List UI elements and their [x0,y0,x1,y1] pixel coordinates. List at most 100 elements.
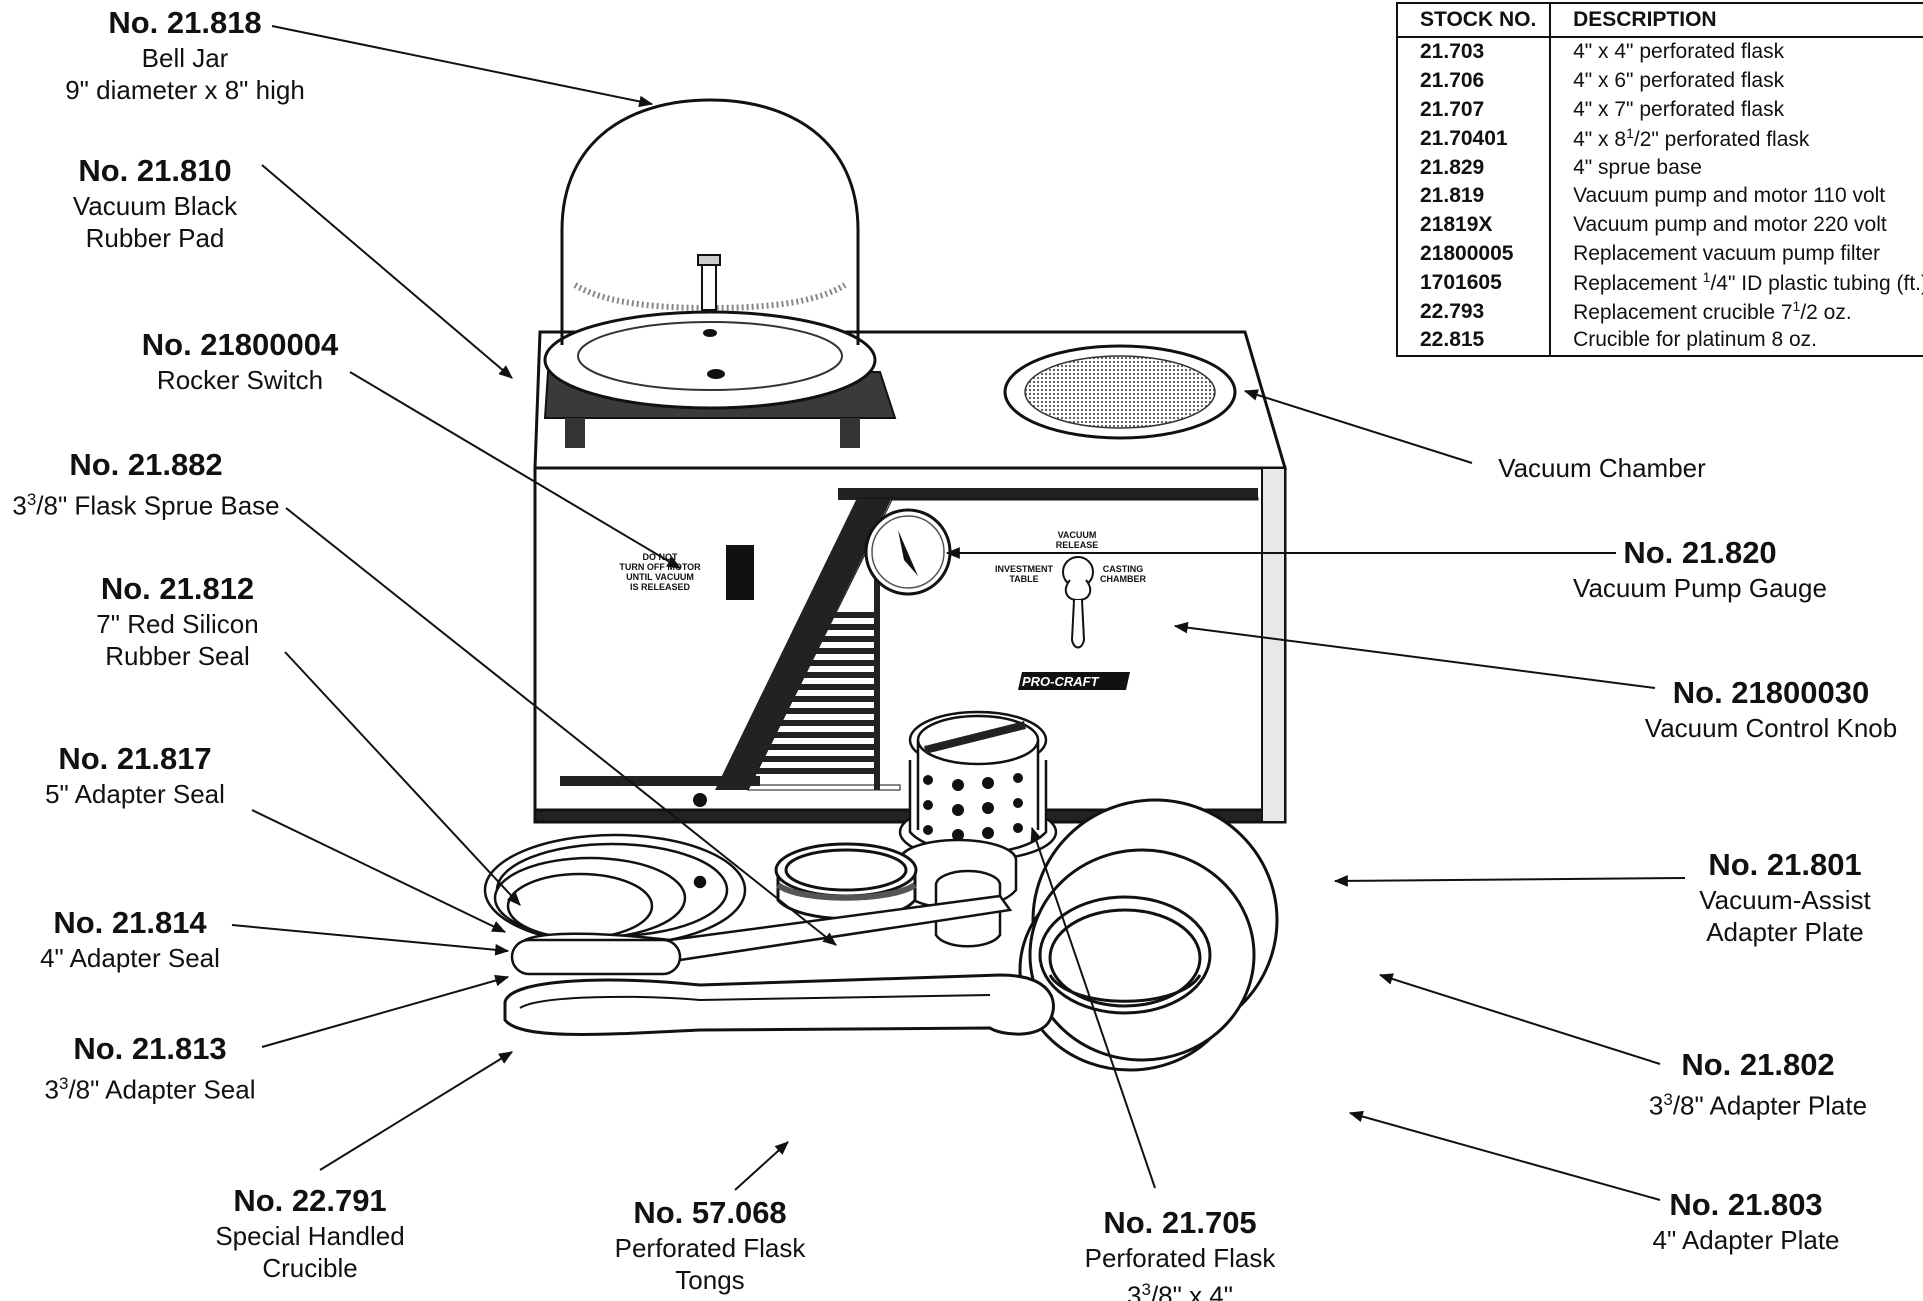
callout-tongs: No. 57.068 Perforated Flask Tongs [600,1194,820,1296]
callout-plate-338: No. 21.802 33/8" Adapter Plate [1638,1046,1878,1122]
desc-superscript: 1 [1626,125,1634,141]
column-header-stock-no: STOCK NO. [1397,3,1550,37]
stock-description: 4" x 7" perforated flask [1550,96,1923,125]
stock-number: 21.703 [1397,37,1550,67]
callout-rubber-pad: No. 21.810 Vacuum Black Rubber Pad [55,152,255,254]
stock-description: Vacuum pump and motor 220 volt [1550,211,1923,240]
part-description: 5" Adapter Seal [30,778,240,810]
stock-number: 21.706 [1397,67,1550,96]
callout-adapter-seal-4: No. 21.814 4" Adapter Seal [25,904,235,974]
desc-text: Replacement [1573,272,1703,295]
part-description: Vacuum Pump Gauge [1560,572,1840,604]
desc-superscript: 3 [1663,1090,1672,1109]
stock-number: 21.70401 [1397,124,1550,153]
table-row: 21.8294" sprue base [1397,153,1923,182]
desc-superscript: 3 [27,490,36,509]
part-description: Adapter Plate [1680,916,1890,948]
callout-control-knob: No. 21800030 Vacuum Control Knob [1636,674,1906,744]
part-description: 33/8" x 4" [1070,1274,1290,1301]
stock-number: 22.793 [1397,297,1550,326]
desc-text: Replacement crucible 7 [1573,301,1792,324]
column-header-description: DESCRIPTION [1550,3,1923,37]
stock-description: Vacuum pump and motor 110 volt [1550,182,1923,211]
desc-text: 3 [12,491,26,521]
stock-description: 4" sprue base [1550,153,1923,182]
callout-crucible: No. 22.791 Special Handled Crucible [200,1182,420,1284]
stock-description: Replacement 1/4" ID plastic tubing (ft.) [1550,268,1923,297]
part-number: No. 21.803 [1636,1186,1856,1224]
part-description: Vacuum Black [55,190,255,222]
desc-text: /8" x 4" [1151,1281,1233,1301]
part-number: No. 21.814 [25,904,235,942]
stock-number: 21.829 [1397,153,1550,182]
panel-line: INVESTMENT [995,564,1053,574]
stock-number: 21819X [1397,211,1550,240]
part-description: Tongs [600,1264,820,1296]
desc-text: 4" x 8 [1573,128,1626,151]
stock-number: 21.707 [1397,96,1550,125]
part-description: Crucible [200,1252,420,1284]
part-number: No. 21.817 [30,740,240,778]
stock-description: Replacement vacuum pump filter [1550,240,1923,269]
part-number: No. 21.882 [6,446,286,484]
panel-line: RELEASE [1056,540,1099,550]
perforated-flask [900,712,1056,860]
warning-line: TURN OFF MOTOR [619,562,700,572]
callout-adapter-seal-338: No. 21.813 33/8" Adapter Seal [30,1030,270,1106]
stock-description: 4" x 81/2" perforated flask [1550,124,1923,153]
desc-text: 3 [45,1075,59,1105]
stock-number: 1701605 [1397,268,1550,297]
part-number: No. 22.791 [200,1182,420,1220]
panel-line: CHAMBER [1100,574,1146,584]
callout-flask-sprue-base: No. 21.882 33/8" Flask Sprue Base [6,446,286,522]
stock-description: 4" x 4" perforated flask [1550,37,1923,67]
crucible-disk [776,844,916,919]
table-row: 21800005Replacement vacuum pump filter [1397,240,1923,269]
part-number: No. 21.813 [30,1030,270,1068]
svg-text:PRO-CRAFT: PRO-CRAFT [1022,674,1100,689]
desc-text: 3 [1649,1091,1663,1121]
part-number: No. 21.810 [55,152,255,190]
part-description: Vacuum Chamber [1482,452,1722,484]
table-header-row: STOCK NO. DESCRIPTION [1397,3,1923,37]
callout-rocker-switch: No. 21800004 Rocker Switch [130,326,350,396]
panel-warning-label: DO NOT TURN OFF MOTOR UNTIL VACUUM IS RE… [612,552,708,592]
part-description: Rubber Pad [55,222,255,254]
desc-text: /8" Adapter Plate [1673,1091,1867,1121]
part-description: Vacuum-Assist [1680,884,1890,916]
part-description: 33/8" Adapter Seal [30,1068,270,1106]
rocker-switch [726,545,754,600]
stock-number: 22.815 [1397,326,1550,356]
part-number: No. 21.820 [1560,534,1840,572]
part-description: 7" Red Silicon [75,608,280,640]
desc-text: /8" Adapter Seal [68,1075,255,1105]
callout-vacuum-chamber: Vacuum Chamber [1482,452,1722,484]
perforated-flask-tongs [505,975,1053,1034]
part-description: Rocker Switch [130,364,350,396]
part-description: 33/8" Adapter Plate [1638,1084,1878,1122]
panel-line: TABLE [1009,574,1038,584]
adapter-seals [485,835,745,945]
callout-pump-gauge: No. 21.820 Vacuum Pump Gauge [1560,534,1840,604]
part-number: No. 21800004 [130,326,350,364]
callout-plate-4: No. 21.803 4" Adapter Plate [1636,1186,1856,1256]
adapter-plates [1020,800,1277,1070]
callout-red-seal: No. 21.812 7" Red Silicon Rubber Seal [75,570,280,672]
part-number: No. 21.801 [1680,846,1890,884]
part-description: 4" Adapter Plate [1636,1224,1856,1256]
callout-adapter-seal-5: No. 21.817 5" Adapter Seal [30,740,240,810]
desc-text: /4" ID plastic tubing (ft.) [1710,272,1923,295]
part-description: 4" Adapter Seal [25,942,235,974]
part-number: No. 21.802 [1638,1046,1878,1084]
part-description: Vacuum Control Knob [1636,712,1906,744]
part-number: No. 21.812 [75,570,280,608]
stock-description: Replacement crucible 71/2 oz. [1550,297,1923,326]
